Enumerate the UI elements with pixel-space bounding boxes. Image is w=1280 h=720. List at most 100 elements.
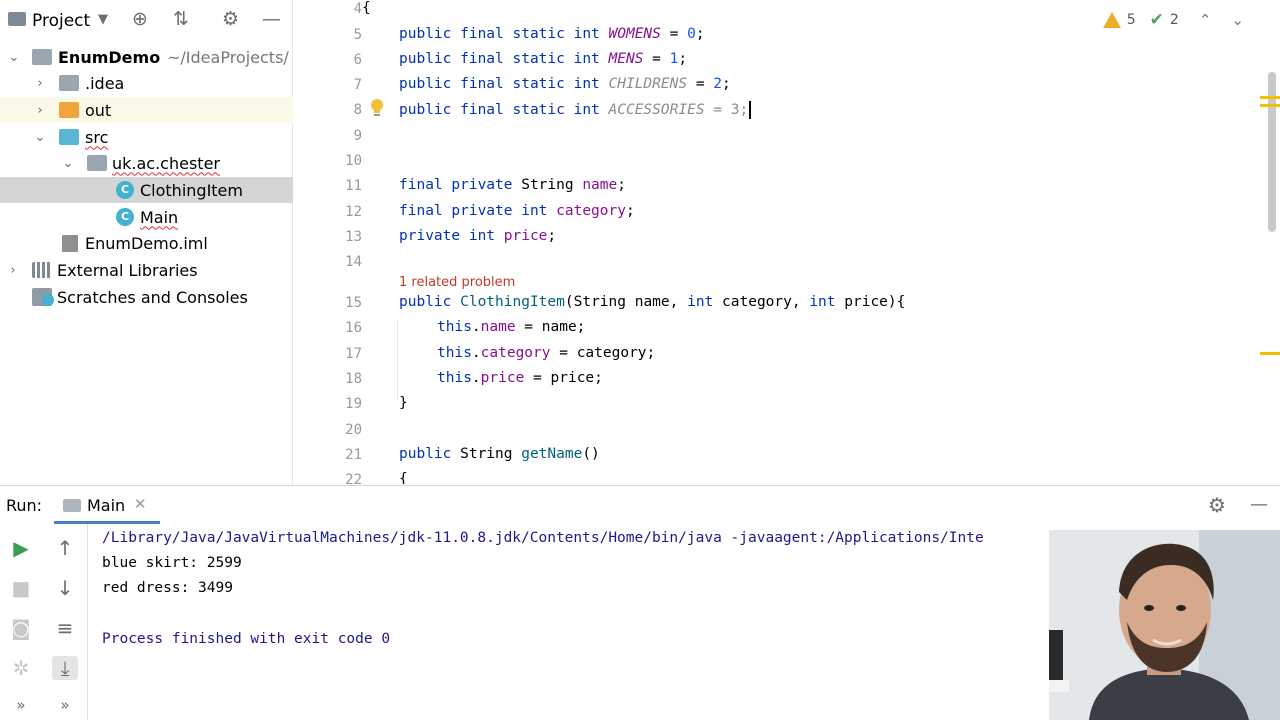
libraries-icon — [32, 262, 52, 278]
text-caret — [749, 101, 752, 119]
soft-wrap-icon[interactable]: ≡ — [56, 616, 74, 640]
line-number: 22 — [345, 472, 362, 484]
folder-blue-icon — [59, 129, 79, 145]
stop-icon[interactable]: ■ — [11, 576, 31, 600]
line-number: 12 — [345, 204, 362, 220]
warning-marker[interactable] — [1260, 352, 1280, 355]
close-icon[interactable]: ✕ — [134, 495, 147, 513]
package-icon — [87, 155, 107, 171]
line-number: 7 — [353, 77, 362, 93]
chevron-right-icon[interactable]: › — [37, 75, 43, 91]
chevron-down-icon[interactable]: ▼ — [98, 12, 108, 27]
code-line-4: { — [362, 0, 371, 16]
module-file-icon — [62, 234, 78, 252]
lightbulb-icon[interactable] — [369, 98, 385, 118]
tree-item-label: .idea — [85, 73, 125, 93]
scroll-to-end-icon[interactable]: ⤓ — [52, 656, 78, 680]
code-line-13: private int price; — [399, 228, 556, 244]
console-line: Process finished with exit code 0 — [102, 631, 391, 647]
settings-bug-icon[interactable]: ✲ — [12, 656, 30, 680]
tree-item-enumdemo[interactable]: ⌄ EnumDemo ~/IdeaProjects/ — [0, 44, 293, 70]
code-token: this — [437, 319, 472, 335]
code-token: final private int — [399, 203, 557, 219]
related-problem-hint[interactable]: 1 related problem — [399, 275, 516, 290]
gear-icon[interactable]: ⚙ — [222, 8, 240, 30]
hide-panel-icon[interactable]: — — [1250, 494, 1268, 515]
tree-item-src[interactable]: ⌄ src — [0, 124, 293, 150]
arrow-down-icon[interactable]: ↓ — [56, 576, 74, 600]
line-number: 10 — [345, 153, 362, 169]
code-token: (String name, — [564, 294, 688, 310]
folder-icon — [59, 75, 79, 91]
gear-icon[interactable]: ⚙ — [1208, 493, 1226, 517]
chevron-down-icon[interactable]: ⌄ — [34, 129, 46, 145]
tree-item-label: src — [85, 127, 109, 147]
code-token: = price; — [524, 370, 603, 386]
project-panel-header: Project ▼ ⊕ ⇅ ⚙ — — [0, 0, 293, 42]
code-token: public final static int — [399, 76, 609, 92]
code-line-19: } — [399, 395, 408, 411]
tree-item-clothingitem[interactable]: C ClothingItem — [0, 177, 293, 203]
console-line: red dress: 3499 — [102, 580, 233, 596]
code-token: category — [556, 203, 626, 219]
chevron-right-icon[interactable]: › — [37, 102, 43, 118]
rerun-icon[interactable]: ▶ — [13, 536, 29, 560]
code-token: price — [480, 370, 525, 386]
code-editor[interactable]: 4 5 6 7 8 9 10 11 12 13 14 15 16 17 18 1… — [294, 0, 1280, 484]
warning-marker[interactable] — [1260, 96, 1280, 99]
code-token: String — [521, 177, 583, 193]
code-line-22: { — [399, 471, 408, 484]
chevron-right-icon[interactable]: › — [10, 262, 16, 278]
check-icon: ✔ — [1149, 10, 1164, 30]
run-tab-label: Main — [87, 496, 126, 515]
code-token: ; — [617, 177, 626, 193]
line-number: 4 — [353, 1, 362, 17]
line-number: 20 — [345, 422, 362, 438]
chevron-down-icon[interactable]: ⌄ — [8, 49, 20, 65]
code-token: . — [471, 345, 481, 361]
hide-panel-icon[interactable]: — — [262, 8, 281, 30]
camera-icon[interactable]: ◙ — [11, 616, 31, 640]
tree-item-label: Main — [140, 207, 179, 227]
scratches-badge-icon — [42, 294, 54, 306]
tree-item-label: EnumDemo — [58, 47, 161, 67]
code-token: MENS — [608, 51, 644, 67]
collapse-all-icon[interactable]: ⇅ — [173, 8, 189, 30]
run-tab-main[interactable]: Main ✕ — [54, 486, 160, 524]
expand-more-icon[interactable]: » — [16, 696, 26, 714]
tree-item-iml[interactable]: EnumDemo.iml — [0, 230, 293, 256]
code-token: ; — [722, 76, 731, 92]
tree-item-external-libraries[interactable]: › External Libraries — [0, 257, 293, 283]
tree-item-main[interactable]: C Main — [0, 204, 293, 230]
warning-marker[interactable] — [1260, 104, 1280, 107]
project-panel-title[interactable]: Project — [32, 11, 91, 31]
code-line-16: this.name = name; — [437, 319, 585, 335]
code-line-12: final private int category; — [399, 203, 635, 219]
tree-item-label: Scratches and Consoles — [57, 287, 248, 307]
tree-item-scratches[interactable]: Scratches and Consoles — [0, 284, 293, 310]
expand-more-icon[interactable]: » — [60, 696, 70, 714]
code-line-21: public String getName() — [399, 446, 600, 462]
line-number: 16 — [345, 320, 362, 336]
code-token: public — [399, 294, 461, 310]
run-panel-header: Run: Main ✕ ⚙ — — [0, 486, 1280, 524]
code-token: { — [399, 471, 408, 484]
editor-scrollbar[interactable] — [1268, 72, 1276, 232]
inspection-widget[interactable]: 5 ✔ 2 ⌃ ⌄ — [1102, 10, 1244, 30]
chevron-down-icon[interactable]: ⌄ — [1231, 11, 1244, 29]
tree-item-package[interactable]: ⌄ uk.ac.chester — [0, 150, 293, 176]
code-token: public — [399, 446, 461, 462]
code-token: final private — [399, 177, 522, 193]
locate-target-icon[interactable]: ⊕ — [132, 8, 148, 30]
chevron-up-icon[interactable]: ⌃ — [1198, 11, 1212, 29]
code-token: price){ — [835, 294, 906, 310]
webcam-overlay — [1049, 530, 1280, 720]
tree-item-out[interactable]: › out — [0, 97, 293, 123]
presenter-video-image — [1049, 530, 1280, 720]
code-token: int — [687, 294, 714, 310]
line-number: 18 — [345, 371, 362, 387]
chevron-down-icon[interactable]: ⌄ — [62, 155, 74, 171]
checks-count: 2 — [1169, 12, 1179, 28]
arrow-up-icon[interactable]: ↑ — [56, 536, 74, 560]
tree-item-idea[interactable]: › .idea — [0, 70, 293, 96]
